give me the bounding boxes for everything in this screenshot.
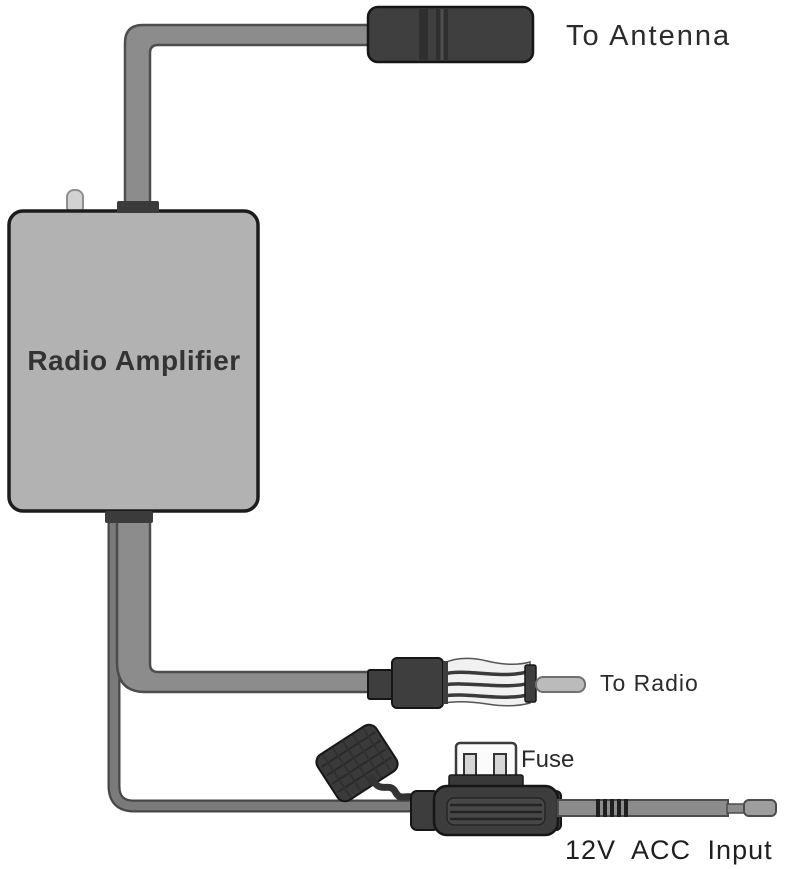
antenna-connector-band-highlight [440, 9, 444, 60]
radio-plug-left-ring [443, 661, 448, 704]
power-input-wire [557, 799, 777, 817]
to-antenna-label: To Antenna [566, 20, 731, 52]
radio-plug-collar [524, 664, 537, 703]
power-wire-link [726, 803, 746, 814]
fuse-holder-ribs [450, 803, 542, 821]
fuse-label: Fuse [521, 746, 574, 773]
power-wire-segment [557, 799, 729, 817]
antenna-connector [366, 5, 535, 64]
radio-amplifier-label: Radio Amplifier [27, 345, 240, 376]
fuse-holder [410, 784, 562, 837]
power-wire-tick [596, 799, 600, 817]
power-cable [107, 518, 418, 813]
radio-plug-rib [443, 692, 531, 699]
radio-plug-ribbed-sleeve [443, 657, 531, 707]
bottom-cable-collar [105, 511, 153, 523]
power-wire-tick [617, 799, 621, 817]
radio-plug-boot [391, 657, 444, 709]
fuse [448, 741, 524, 791]
fuse-holder-cap-knurl-lines [322, 728, 392, 798]
radio-plug-neck [367, 669, 395, 700]
power-input-label: 12V ACC Input [565, 835, 773, 865]
power-wire-tick [603, 799, 607, 817]
power-wire-tick [610, 799, 614, 817]
fuse-holder-cap [315, 723, 399, 803]
power-wire-terminal [743, 799, 777, 817]
to-radio-label: To Radio [600, 670, 699, 696]
antenna-connector-body [366, 5, 535, 64]
radio-plug [367, 657, 586, 709]
top-cable-collar [117, 201, 159, 213]
power-cable-core [109, 518, 418, 811]
antenna-input-cable [123, 23, 373, 214]
radio-plug-rib [443, 681, 531, 688]
radio-plug-pin [535, 676, 586, 693]
radio-output-cable [115, 512, 372, 694]
antenna-connector-band [419, 9, 428, 60]
power-wire-tick [624, 799, 628, 817]
radio-plug-rib [443, 669, 531, 677]
